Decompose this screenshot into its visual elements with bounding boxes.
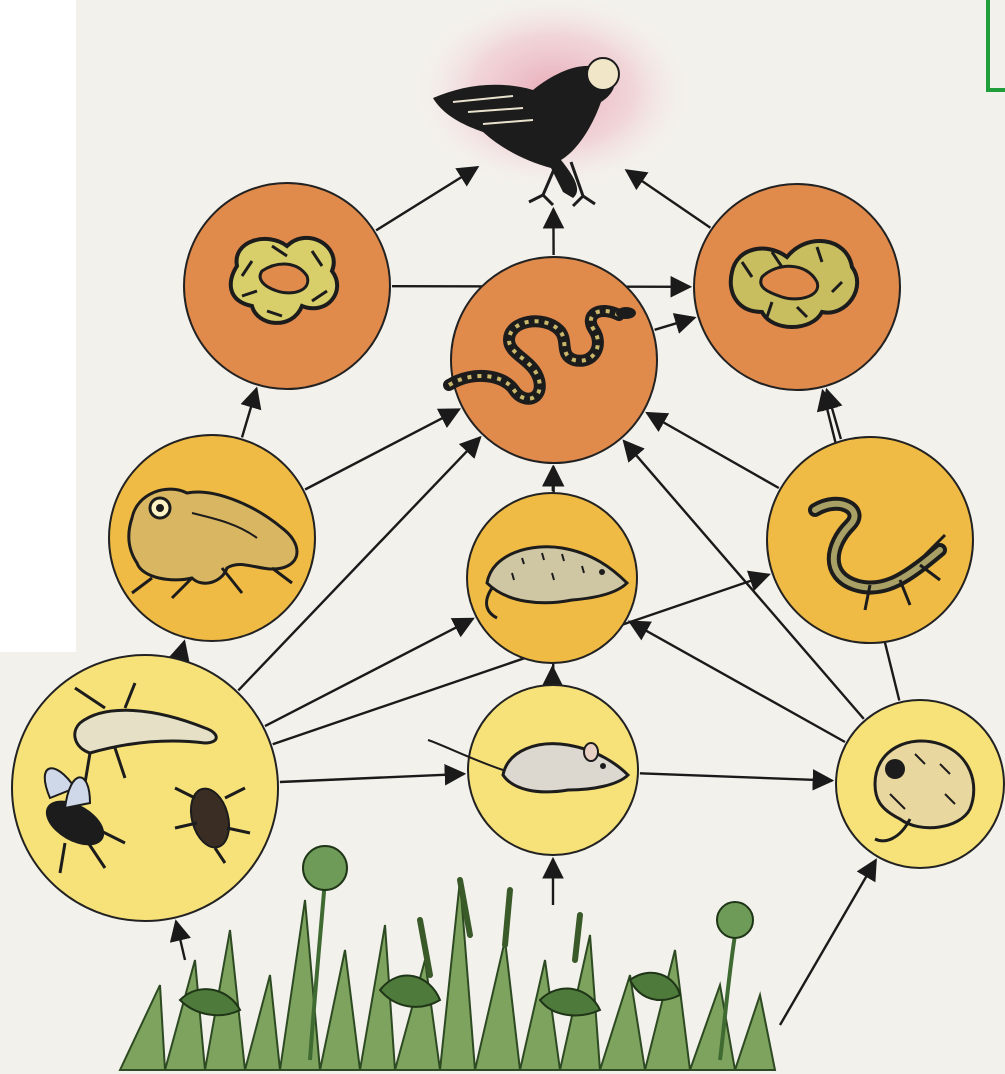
grass-snake-circle (451, 257, 657, 463)
insects-node (12, 655, 278, 921)
frog-node (109, 435, 315, 641)
grass-snake-node (449, 257, 657, 463)
shrew-node (467, 493, 637, 663)
left-margin-upper (0, 0, 76, 652)
dandelion-head-left (303, 846, 347, 890)
viper-snake-node (184, 183, 390, 389)
adder-snake-node (694, 184, 900, 390)
vole-node (836, 700, 1004, 868)
dandelion-head-right (717, 902, 753, 938)
lizard-node (767, 437, 973, 643)
